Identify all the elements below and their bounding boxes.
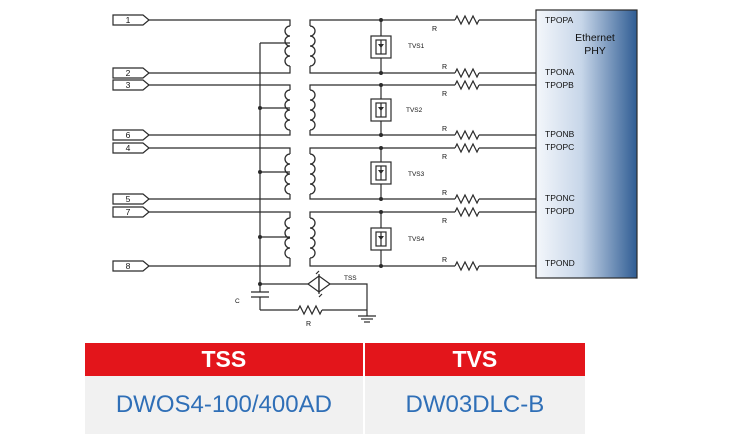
connector-pin-6: 6 — [112, 129, 150, 141]
ethernet-phy-block: Ethernet PHY TPOPA TPONA TPOPB TPONB TPO… — [535, 9, 638, 279]
tvs-part-number: DW03DLC-B — [363, 376, 585, 434]
connector-pin-5-label: 5 — [126, 194, 131, 204]
connector-pin-2: 2 — [112, 67, 150, 79]
resistor-label-1: R — [432, 26, 437, 33]
connector-pin-3: 3 — [112, 79, 150, 91]
resistor-label-5: R — [442, 154, 447, 161]
tvs-array-3: TVS3 — [370, 148, 425, 199]
phy-pin-tponb: TPONB — [545, 129, 575, 139]
resistor-label-6: R — [442, 190, 447, 197]
transformer-2 — [284, 89, 316, 131]
table-row: DWOS4-100/400AD DW03DLC-B — [85, 376, 585, 434]
connector-pin-5: 5 — [112, 193, 150, 205]
table-header-tss: TSS — [85, 343, 365, 376]
phy-pin-tpopd: TPOPD — [545, 206, 574, 216]
connector-pin-1: 1 — [112, 14, 150, 26]
ethernet-protection-schematic: Ethernet PHY TPOPA TPONA TPOPB TPONB TPO… — [112, 9, 638, 328]
tvs-array-1: TVS1 — [370, 20, 425, 73]
capacitor-label: C — [235, 298, 240, 305]
resistor-label-2: R — [442, 64, 447, 71]
connector-pin-4: 4 — [112, 142, 150, 154]
tvs-array-4: TVS4 — [370, 212, 425, 266]
ground-resistor: R — [260, 304, 367, 328]
connector-pin-2-label: 2 — [126, 68, 131, 78]
parts-table: TSS TVS DWOS4-100/400AD DW03DLC-B — [85, 343, 585, 434]
resistor-label-4: R — [442, 126, 447, 133]
tss-part-number: DWOS4-100/400AD — [85, 376, 365, 434]
phy-pin-tponc: TPONC — [545, 193, 575, 203]
phy-pin-tpopb: TPOPB — [545, 80, 574, 90]
transformer-4 — [284, 217, 316, 259]
connector-pin-8-label: 8 — [126, 261, 131, 271]
phy-pin-tpopa: TPOPA — [545, 15, 574, 25]
connector-pin-8: 8 — [112, 260, 150, 272]
tvs-label-3: TVS3 — [408, 171, 425, 178]
connector-pin-7-label: 7 — [126, 207, 131, 217]
transformer-1 — [284, 25, 316, 67]
tvs-label-2: TVS2 — [406, 107, 423, 114]
primary-wiring — [149, 19, 291, 267]
transformer-3 — [284, 153, 316, 195]
resistor-label-8: R — [442, 257, 447, 264]
tvs-array-2: TVS2 — [370, 85, 423, 135]
connector-pin-6-label: 6 — [126, 130, 131, 140]
resistor-label-7: R — [442, 218, 447, 225]
phy-pin-tpond: TPOND — [545, 258, 575, 268]
tvs-label-1: TVS1 — [408, 43, 425, 50]
connector-pins: 1 2 3 6 4 5 7 8 — [112, 14, 150, 272]
tss-device: TSS — [260, 270, 368, 316]
connector-pin-4-label: 4 — [126, 143, 131, 153]
phy-pin-tpopc: TPOPC — [545, 142, 574, 152]
phy-title-line2: PHY — [584, 45, 606, 57]
secondary-wiring — [309, 18, 536, 268]
capacitor-c: C — [235, 291, 269, 310]
connector-pin-7: 7 — [112, 206, 150, 218]
resistor-label-3: R — [442, 91, 447, 98]
pair-resistors: R R R R R R R R — [432, 14, 480, 272]
center-tap-bus — [258, 42, 290, 292]
connector-pin-3-label: 3 — [126, 80, 131, 90]
phy-title-line1: Ethernet — [575, 32, 615, 44]
phy-pin-tpona: TPONA — [545, 67, 575, 77]
table-header-tvs: TVS — [363, 343, 585, 376]
ground-resistor-label: R — [306, 321, 311, 328]
tvs-label-4: TVS4 — [408, 236, 425, 243]
ground-icon — [358, 315, 376, 323]
connector-pin-1-label: 1 — [126, 15, 131, 25]
tss-label: TSS — [344, 275, 357, 282]
